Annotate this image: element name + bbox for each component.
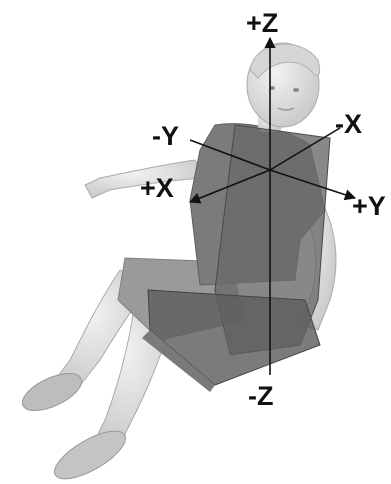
axis-label-pos-z: +Z	[246, 8, 278, 38]
axis-label-pos-y: +Y	[352, 191, 386, 221]
axis-label-neg-z: -Z	[248, 381, 273, 411]
axis-label-neg-x: -X	[335, 109, 362, 139]
axis-label-neg-y: -Y	[152, 121, 179, 151]
axis-label-pos-x: +X	[140, 173, 174, 203]
